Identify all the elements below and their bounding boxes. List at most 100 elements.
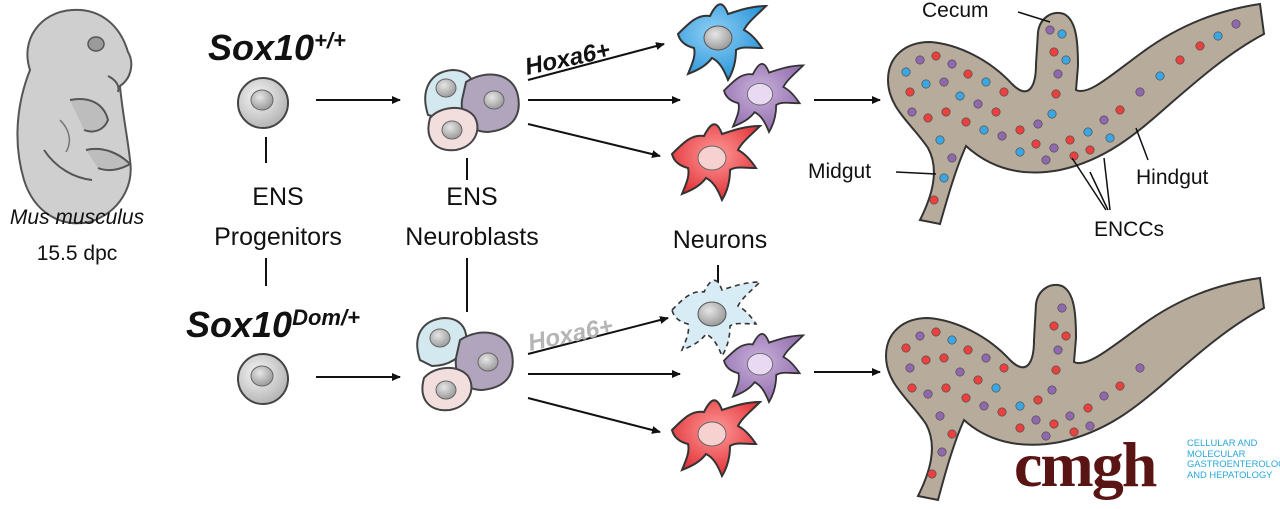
encc-dot	[915, 55, 925, 65]
encc-dot	[1047, 109, 1057, 119]
hindgut-leader	[1135, 127, 1149, 161]
encc-dot	[973, 375, 983, 385]
encc-dot	[955, 91, 965, 101]
encc-dot	[1033, 119, 1043, 129]
encc-dot	[999, 87, 1009, 97]
progenitor-cell-wildtype	[237, 77, 289, 129]
encc-dot	[1083, 127, 1093, 137]
encc-dot	[991, 107, 1001, 117]
encc-dot	[1033, 395, 1043, 405]
encc-dot	[947, 153, 957, 163]
encc-dot	[1053, 69, 1063, 79]
neuroblast-cluster-wildtype	[424, 68, 520, 152]
cmgh-logo-subtitle: CELLULAR AND MOLECULAR GASTROENTEROLOGY …	[1187, 437, 1280, 480]
encc-dot	[1085, 145, 1095, 155]
neuroblasts-label-line1: ENS	[446, 183, 497, 211]
encc-dot	[1231, 19, 1241, 29]
encc-dot	[1045, 25, 1055, 35]
encc-dot	[961, 393, 971, 403]
encc-dot	[1015, 423, 1025, 433]
neuron-red-mutant	[671, 399, 761, 477]
encc-dot	[1049, 143, 1059, 153]
encc-dot	[1135, 87, 1145, 97]
encc-dot	[1049, 47, 1059, 57]
encc-dot	[997, 131, 1007, 141]
encc-dot	[1049, 321, 1059, 331]
midgut-label: Midgut	[808, 160, 871, 183]
encc-dot	[1031, 139, 1041, 149]
progenitor-cell-mutant	[237, 353, 289, 405]
encc-dot	[901, 343, 911, 353]
encc-dot	[939, 353, 949, 363]
encc-dot	[939, 77, 949, 87]
encc-dot	[907, 107, 917, 117]
encc-dot	[939, 173, 949, 183]
cecum-leader	[1017, 11, 1051, 23]
species-label: Mus musculus	[10, 206, 145, 229]
enccs-leader-1	[1071, 157, 1107, 211]
encc-dot	[955, 367, 965, 377]
encc-dot	[981, 77, 991, 87]
encc-dot	[979, 401, 989, 411]
encc-dot	[1099, 391, 1109, 401]
enccs-leader-3	[1103, 157, 1111, 211]
encc-dot	[1041, 155, 1051, 165]
enccs-label: ENCCs	[1094, 218, 1164, 241]
encc-dot	[935, 411, 945, 421]
arrow-to-blue-neuron	[527, 42, 665, 81]
encc-dot	[915, 331, 925, 341]
midgut-leader	[895, 171, 937, 175]
encc-dot	[905, 363, 915, 373]
encc-dot	[941, 107, 951, 117]
encc-dot	[979, 125, 989, 135]
encc-dot	[1015, 401, 1025, 411]
encc-dot	[923, 389, 933, 399]
encc-dot	[947, 335, 957, 345]
encc-dot	[1015, 125, 1025, 135]
encc-dot	[1085, 421, 1095, 431]
cecum-label: Cecum	[922, 0, 989, 22]
neuron-red-wildtype	[671, 123, 761, 201]
cmgh-logo-wordmark: cmgh	[1014, 429, 1157, 500]
encc-dot	[929, 195, 939, 205]
encc-dot	[947, 59, 957, 69]
arrow-to-red-neuron-wildtype	[527, 123, 661, 159]
arrow-to-faded-neuron	[527, 316, 669, 355]
genotype-mutant-label: Sox10Dom/+	[186, 304, 360, 345]
cmgh-subtitle-line: CELLULAR AND	[1187, 437, 1258, 448]
encc-dot	[963, 345, 973, 355]
encc-dot	[1155, 71, 1165, 81]
encc-dot	[1051, 89, 1061, 99]
cmgh-subtitle-line: MOLECULAR	[1187, 447, 1246, 459]
encc-dot	[991, 383, 1001, 393]
encc-dot	[935, 135, 945, 145]
encc-dot	[931, 327, 941, 337]
encc-dot	[1065, 411, 1075, 421]
progenitors-label-line2: Progenitors	[214, 223, 342, 251]
encc-dot	[901, 67, 911, 77]
encc-dot	[1031, 415, 1041, 425]
marker-label-mutant: Hoxa6+	[526, 313, 616, 357]
encc-dot	[963, 69, 973, 79]
encc-dot	[1057, 29, 1067, 39]
encc-dot	[981, 353, 991, 363]
encc-dot	[1083, 403, 1093, 413]
encc-dot	[999, 363, 1009, 373]
encc-dot	[1061, 55, 1071, 65]
encc-dot	[927, 469, 937, 479]
progenitors-label-line1: ENS	[252, 183, 303, 211]
neurons-label: Neurons	[673, 226, 768, 254]
encc-dot	[1069, 151, 1079, 161]
cmgh-subtitle-line: AND HEPATOLOGY	[1187, 468, 1273, 480]
encc-dot	[1051, 365, 1061, 375]
encc-dot	[1135, 363, 1145, 373]
encc-dot	[1099, 115, 1109, 125]
gut-wildtype	[886, 2, 1266, 226]
encc-dot	[1061, 331, 1071, 341]
gut-wildtype-dots	[901, 19, 1241, 205]
neuron-blue	[677, 3, 767, 81]
neuroblast-cluster-mutant	[416, 316, 514, 412]
encc-dot	[961, 117, 971, 127]
encc-dot	[997, 407, 1007, 417]
